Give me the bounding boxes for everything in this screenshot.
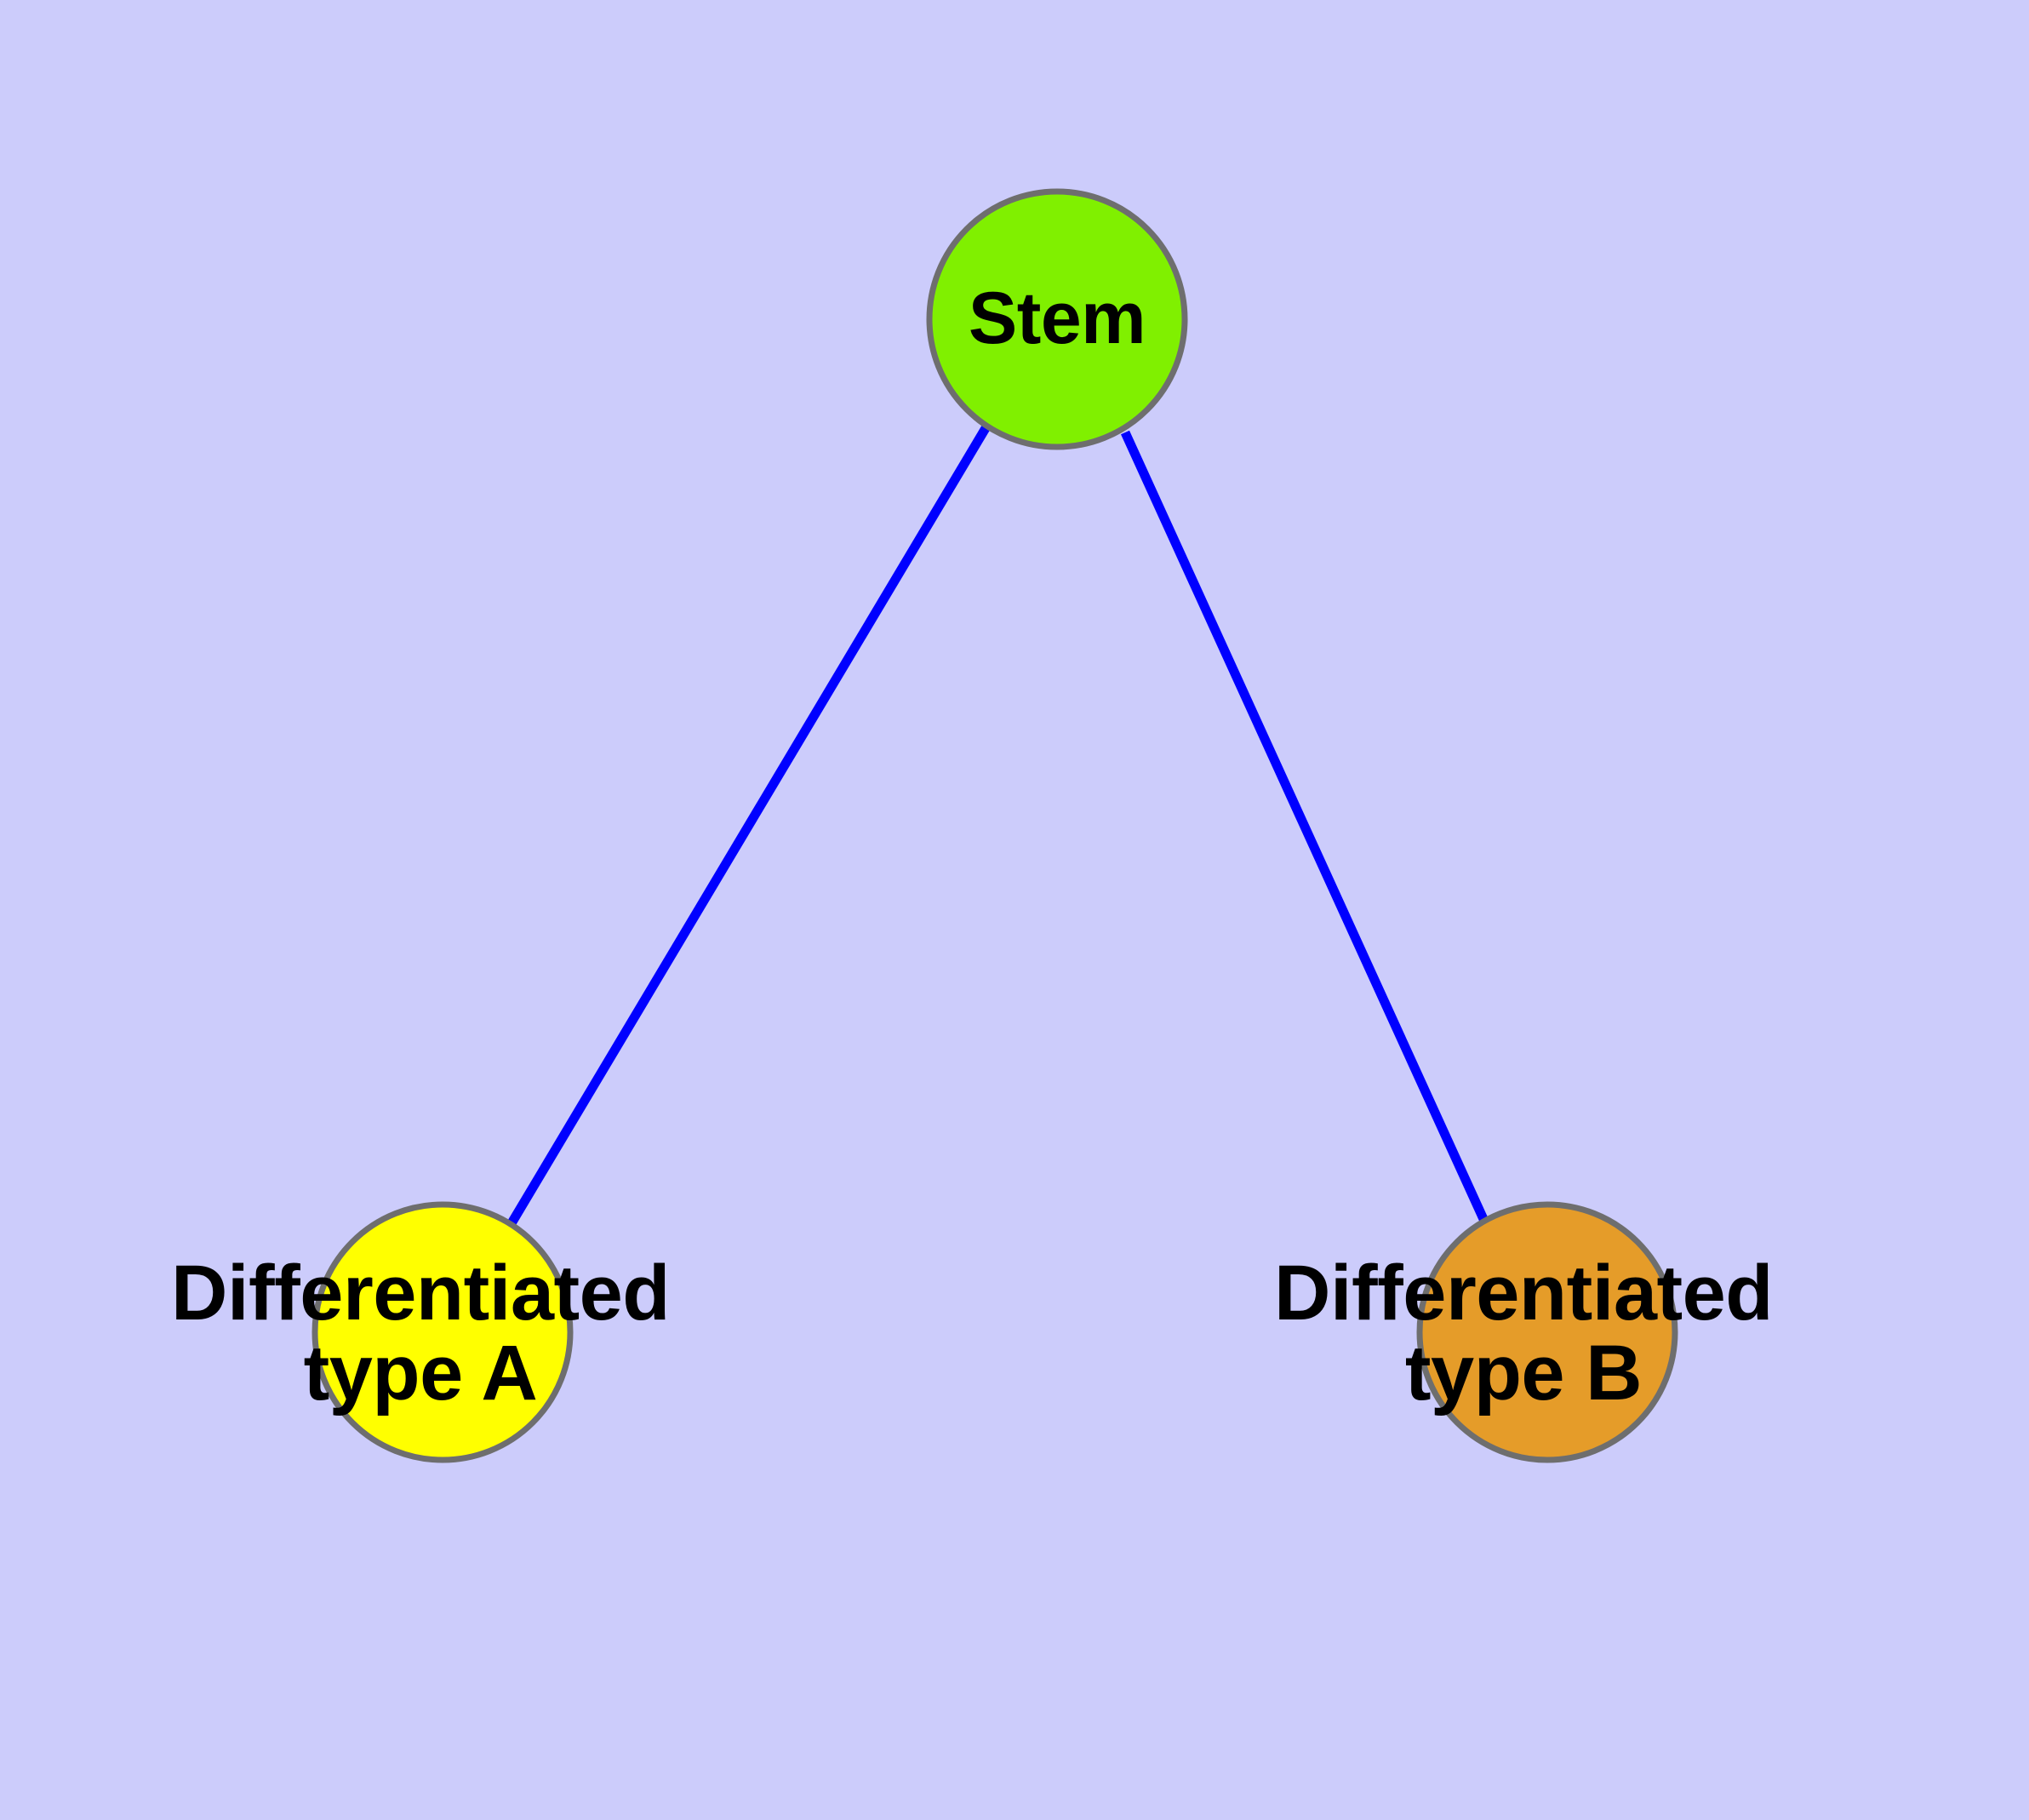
edge-stem-to-differentiated-type-a[interactable] [507, 426, 990, 1226]
node-differentiated-type-a[interactable] [311, 1201, 574, 1463]
edge-layer [507, 426, 1493, 1231]
edge-stem-to-differentiated-type-b[interactable] [1120, 430, 1493, 1231]
node-stem[interactable] [926, 188, 1188, 450]
node-layer [311, 188, 1678, 1463]
node-differentiated-type-b[interactable] [1416, 1201, 1678, 1463]
